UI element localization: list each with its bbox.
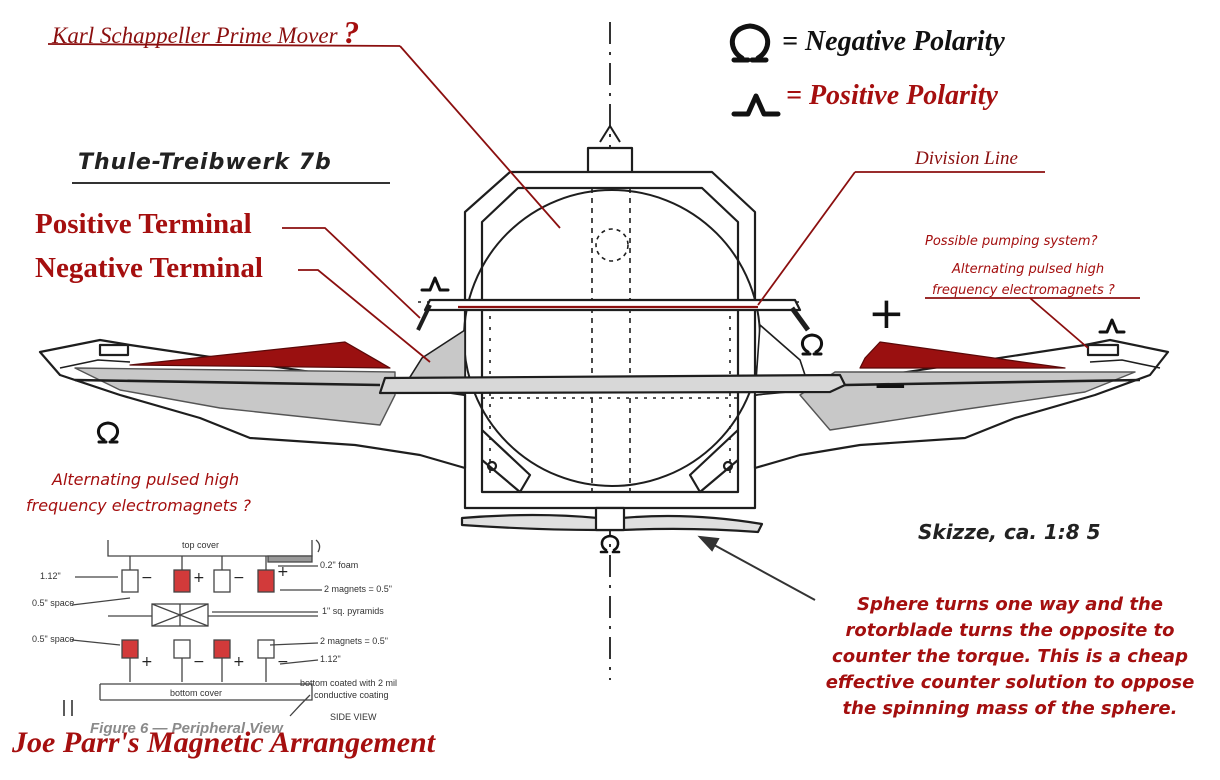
sketch-title: Thule-Treibwerk 7b [78, 150, 332, 175]
inset-coating-2: conductive coating [314, 690, 389, 700]
left-spar [74, 378, 381, 387]
svg-text:−: − [193, 654, 205, 670]
inset-pyramids: 1" sq. pyramids [322, 606, 384, 616]
em-left-line1: Alternating pulsed high [52, 470, 240, 489]
note-line: effective counter solution to oppose [825, 672, 1195, 693]
left-wing-edge [59, 359, 131, 369]
svg-text:−: − [277, 654, 289, 670]
note-line: rotorblade turns the opposite to [845, 620, 1175, 641]
title-text: Karl Schappeller Prime Mover [52, 23, 338, 48]
em-right-line2: frequency electromagnets ? [932, 283, 1115, 298]
right-wing-gray [799, 371, 1136, 431]
pumping-label: Possible pumping system? [925, 234, 1098, 249]
legend-lambda-icon [731, 93, 781, 117]
inset-figure: Figure 6 — Peripheral View [90, 720, 283, 737]
svg-text:−: − [141, 570, 153, 586]
terminal-prong-right [789, 306, 811, 332]
svg-text:+: + [233, 654, 245, 670]
right-wing-red [859, 341, 1066, 369]
inset-side-view: SIDE VIEW [330, 712, 377, 722]
omega-left-icon [97, 421, 119, 444]
bolt-right [722, 460, 734, 472]
inset-bottom-cover: bottom cover [170, 688, 223, 698]
note-line: the spinning mass of the sphere. [842, 698, 1178, 719]
rotor-arrow-line [704, 539, 816, 601]
shaft-hub [595, 228, 629, 262]
svg-text:+: + [193, 570, 205, 586]
division-line-label: Division Line [915, 148, 1018, 169]
note-line: counter the torque. This is a cheap [832, 646, 1188, 667]
legend-negative: = Negative Polarity [782, 26, 1005, 57]
rotor-arrow-head [697, 535, 720, 552]
minus-sign: − [872, 360, 909, 411]
title: Karl Schappeller Prime Mover ? [52, 14, 359, 51]
em-left-line2: frequency electromagnets ? [26, 496, 251, 515]
plus-sign: + [868, 288, 905, 339]
terminal-prong-left [416, 304, 432, 331]
corner-brace-left [481, 429, 532, 494]
svg-text:+: + [141, 654, 153, 670]
note-block: Sphere turns one way and the rotorblade … [810, 592, 1210, 722]
inset-coating-1: bottom coated with 2 mil [300, 678, 398, 688]
left-tip-block [98, 343, 130, 357]
lambda-right-icon [1098, 318, 1126, 334]
right-tip-block [1086, 343, 1120, 357]
rotor-hub [594, 506, 626, 532]
corner-brace-right [688, 429, 739, 494]
housing-outer [463, 170, 757, 510]
top-plate [423, 298, 802, 312]
inset-dim-bottom: 1.12" [320, 654, 341, 664]
inset-signs: − + − + + − + − [141, 564, 289, 670]
left-wing-red [129, 341, 391, 369]
main-bar [378, 373, 847, 395]
sketch-scale: Skizze, ca. 1:8 5 [918, 520, 1101, 544]
inset-tick [63, 700, 73, 716]
omega-bottom-icon [599, 534, 621, 554]
inset-magnets-bottom: 2 magnets = 0.5" [320, 636, 388, 646]
bolt-left [486, 460, 498, 472]
title-underline [47, 43, 401, 47]
inset-space-top: 0.5" space [32, 598, 75, 608]
omega-right-icon [801, 333, 823, 356]
inset-magnets-top: 2 magnets = 0.5" [324, 584, 392, 594]
legend-omega-icon [730, 23, 770, 63]
em-right-line1: Alternating pulsed high [952, 262, 1105, 277]
positive-terminal-label: Positive Terminal [35, 208, 252, 240]
em-right-leader [1029, 297, 1089, 349]
positive-leader [282, 227, 421, 319]
right-wing-edge [1089, 359, 1161, 369]
note-line: Sphere turns one way and the [857, 594, 1163, 615]
inset-foam: 0.2" foam [320, 560, 359, 570]
inset-space-bottom: 0.5" space [32, 634, 75, 644]
inset-dim-top: 1.12" [40, 571, 61, 581]
title-question-mark: ? [343, 14, 360, 50]
negative-terminal-label: Negative Terminal [35, 252, 263, 284]
inset-caption: Joe Parr's Magnetic Arrangement [12, 726, 436, 759]
axis-arrow-up [599, 125, 621, 143]
lambda-left-icon [420, 276, 450, 292]
legend-positive: = Positive Polarity [786, 80, 998, 111]
negative-leader [298, 269, 431, 363]
sketch-title-underline [72, 182, 390, 184]
right-spar [844, 378, 1141, 387]
housing-inner [480, 186, 740, 494]
division-leader [757, 171, 856, 306]
svg-text:−: − [233, 570, 245, 586]
inset-diagram [71, 539, 322, 717]
svg-text:+: + [277, 564, 289, 580]
inset-top-cover: top cover [182, 540, 220, 550]
title-leader [399, 45, 561, 229]
